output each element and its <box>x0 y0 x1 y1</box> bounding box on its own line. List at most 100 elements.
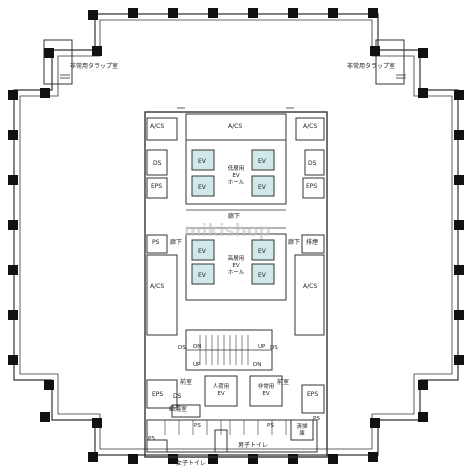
column <box>288 8 298 18</box>
column <box>454 265 464 275</box>
acs-mid-right-room <box>294 254 325 336</box>
column <box>8 355 18 365</box>
low-ev-hall <box>185 139 287 205</box>
column <box>418 88 428 98</box>
ps-bottom-room <box>146 439 168 453</box>
dn-right-label: DN <box>253 362 261 368</box>
column <box>208 454 218 464</box>
high-ev-hall-label: EV <box>232 263 239 269</box>
cleaning-room <box>290 419 314 441</box>
high-ev-hall <box>185 233 287 301</box>
hot-water-label: 給湯室 <box>169 405 187 413</box>
escape-balcony-left-label: 非常用タラップ室 <box>70 62 118 70</box>
column <box>44 380 54 390</box>
elevator-label: EV <box>198 184 207 191</box>
acs-left-room <box>146 117 178 141</box>
ps-left-label: PS <box>152 239 160 246</box>
column <box>92 46 102 56</box>
acs-mid-left-label: A/CS <box>150 283 164 290</box>
column <box>88 10 98 20</box>
eps-bottom-right-room <box>301 384 325 414</box>
column <box>40 412 50 422</box>
acs-mid-right-label: A/CS <box>303 283 317 290</box>
acs-right-label: A/CS <box>303 123 317 130</box>
watermark: mikishop <box>184 221 271 241</box>
ps-bottom-left-label: PS <box>148 436 155 442</box>
ds-left-label: DS <box>153 160 162 167</box>
acs-right-room <box>295 117 325 141</box>
exhaust-room <box>301 234 325 254</box>
eps-bottom-left-room <box>146 379 178 409</box>
column <box>128 8 138 18</box>
elevator-car <box>191 149 215 171</box>
ps-left-room <box>146 234 168 254</box>
column <box>418 412 428 422</box>
column <box>328 8 338 18</box>
ds-right-room <box>304 149 325 176</box>
elevator-label: EV <box>198 248 207 255</box>
eps-left-label: EPS <box>151 183 162 190</box>
column <box>454 355 464 365</box>
passenger-ev-room <box>204 375 238 407</box>
elevator-label: EV <box>258 184 267 191</box>
eps-left-room <box>146 177 168 199</box>
column <box>248 454 258 464</box>
column <box>368 452 378 462</box>
emergency-ev-label: 非常用 <box>258 382 275 390</box>
ds-left-room <box>146 149 168 176</box>
side-room-left-label: 前室 <box>180 378 192 386</box>
elevator-label: EV <box>198 272 207 279</box>
ps-bottom-right-label: PS <box>267 423 274 429</box>
hot-water-room <box>171 404 201 418</box>
acs-top-label: A/CS <box>228 123 242 130</box>
exhaust-label: 排煙 <box>306 238 318 246</box>
high-ev-hall-label: ホール <box>228 269 245 276</box>
column <box>454 175 464 185</box>
column <box>8 220 18 230</box>
column <box>168 8 178 18</box>
elevator-car <box>191 263 215 285</box>
column <box>418 48 428 58</box>
column <box>370 46 380 56</box>
column <box>328 454 338 464</box>
column <box>208 8 218 18</box>
column <box>454 90 464 100</box>
ds-right-label: DS <box>308 160 317 167</box>
elevator-car <box>191 175 215 197</box>
ds-core-right-label: DS <box>270 345 278 351</box>
womens-toilet-label: 女子トイレ <box>176 459 206 467</box>
toilet-entry <box>214 429 228 453</box>
elevator-car <box>251 263 275 285</box>
column <box>8 175 18 185</box>
high-ev-hall-label: 高層用 <box>228 254 245 262</box>
corridor-center-label: 廊下 <box>228 212 240 220</box>
up-right-label: UP <box>258 344 266 350</box>
elevator-label: EV <box>198 158 207 165</box>
cleaning-room-label: 清掃 <box>296 422 308 430</box>
ds-core-left-label: DS <box>178 345 186 351</box>
core-outline <box>144 111 328 458</box>
escape-balcony-right <box>375 39 405 85</box>
emergency-ev-label: EV <box>262 391 269 397</box>
column <box>128 454 138 464</box>
elevator-cars: EV EV EV EV EV EV EV EV <box>191 149 275 285</box>
toilet-block <box>146 419 318 453</box>
elevator-car <box>251 239 275 261</box>
building-core <box>144 107 328 458</box>
acs-mid-left-room <box>146 254 178 336</box>
column <box>454 310 464 320</box>
low-ev-hall-label: ホール <box>228 179 245 186</box>
column <box>8 265 18 275</box>
elevator-label: EV <box>258 272 267 279</box>
column <box>40 88 50 98</box>
low-ev-hall-label: EV <box>232 173 239 179</box>
passenger-ev-label: EV <box>217 391 224 397</box>
column <box>92 418 102 428</box>
structural-columns <box>8 8 464 464</box>
low-ev-hall-label: 低層用 <box>228 164 245 172</box>
column <box>8 310 18 320</box>
eps-right-label: EPS <box>306 183 317 190</box>
elevator-label: EV <box>258 248 267 255</box>
